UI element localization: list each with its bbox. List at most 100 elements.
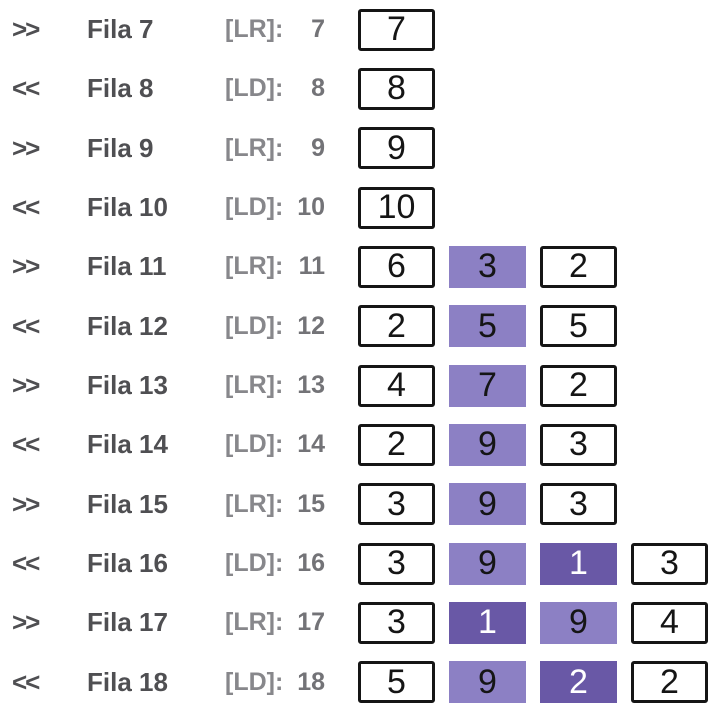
- stitch-boxes: 10: [358, 186, 435, 229]
- number-box-dark: 1: [540, 542, 617, 585]
- row-number: 9: [311, 133, 325, 162]
- side-label: [LD]:: [225, 667, 284, 696]
- direction-arrow-icon: <<: [12, 666, 40, 697]
- row-number: 14: [297, 430, 325, 459]
- row-label: Fila 10: [87, 192, 168, 223]
- side-label: [LD]:: [225, 549, 284, 578]
- row-number: 11: [298, 252, 325, 281]
- direction-arrow-icon: >>: [12, 607, 40, 638]
- number-box-light: 9: [449, 483, 526, 526]
- number-box-outline: 4: [631, 601, 708, 644]
- number-box-light: 9: [449, 423, 526, 466]
- number-box-light: 5: [449, 305, 526, 348]
- stitch-boxes: 9: [358, 127, 435, 170]
- direction-arrow-icon: <<: [12, 192, 40, 223]
- row-label: Fila 13: [87, 370, 168, 401]
- number-box-outline: 3: [631, 542, 708, 585]
- row-label: Fila 17: [87, 607, 168, 638]
- direction-arrow-icon: <<: [12, 73, 40, 104]
- side-label: [LR]:: [225, 252, 284, 281]
- number-box-dark: 1: [449, 601, 526, 644]
- number-box-outline: 2: [631, 661, 708, 704]
- number-box-light: 9: [449, 542, 526, 585]
- row-label: Fila 16: [87, 548, 168, 579]
- side-label: [LD]:: [225, 74, 284, 103]
- side-label: [LD]:: [225, 311, 284, 340]
- number-box-outline: 7: [358, 8, 435, 51]
- direction-arrow-icon: <<: [12, 429, 40, 460]
- row-number: 10: [297, 193, 325, 222]
- number-box-outline: 3: [540, 423, 617, 466]
- number-box-outline: 2: [358, 305, 435, 348]
- row-number: 13: [297, 371, 325, 400]
- row-label: Fila 18: [87, 666, 168, 697]
- number-box-light: 3: [449, 245, 526, 288]
- side-label: [LR]:: [225, 371, 284, 400]
- fila-row: << Fila 8 [LD]: 8 8: [0, 59, 712, 118]
- row-label: Fila 14: [87, 429, 168, 460]
- direction-arrow-icon: >>: [12, 14, 40, 45]
- side-label: [LD]:: [225, 193, 284, 222]
- row-number: 7: [311, 15, 325, 44]
- number-box-outline: 4: [358, 364, 435, 407]
- row-number: 8: [311, 74, 325, 103]
- number-box-outline: 2: [540, 245, 617, 288]
- direction-arrow-icon: >>: [12, 132, 40, 163]
- row-label: Fila 12: [87, 310, 168, 341]
- number-box-outline: 2: [540, 364, 617, 407]
- number-box-outline: 5: [540, 305, 617, 348]
- number-box-light: 9: [540, 601, 617, 644]
- direction-arrow-icon: <<: [12, 310, 40, 341]
- direction-arrow-icon: >>: [12, 370, 40, 401]
- stitch-boxes: 8: [358, 67, 435, 110]
- number-box-outline: 3: [358, 542, 435, 585]
- number-box-outline: 3: [358, 601, 435, 644]
- side-label: [LR]:: [225, 608, 284, 637]
- number-box-outline: 9: [358, 127, 435, 170]
- row-label: Fila 11: [87, 251, 167, 282]
- side-label: [LR]:: [225, 15, 284, 44]
- fila-row: >> Fila 7 [LR]: 7 7: [0, 0, 712, 59]
- side-label: [LD]:: [225, 430, 284, 459]
- stitch-boxes: 7: [358, 8, 435, 51]
- direction-arrow-icon: >>: [12, 488, 40, 519]
- direction-arrow-icon: <<: [12, 548, 40, 579]
- number-box-dark: 2: [540, 661, 617, 704]
- row-label: Fila 9: [87, 132, 154, 163]
- number-box-outline: 8: [358, 67, 435, 110]
- row-number: 15: [297, 489, 325, 518]
- row-number: 12: [297, 311, 325, 340]
- row-number: 16: [297, 549, 325, 578]
- number-box-outline: 2: [358, 423, 435, 466]
- number-box-outline: 3: [358, 483, 435, 526]
- fila-row: >> Fila 9 [LR]: 9 9: [0, 119, 712, 178]
- number-box-light: 7: [449, 364, 526, 407]
- fila-row: << Fila 10 [LD]: 10 10: [0, 178, 712, 237]
- side-label: [LR]:: [225, 489, 284, 518]
- number-box-outline: 3: [540, 483, 617, 526]
- row-label: Fila 8: [87, 73, 154, 104]
- number-box-outline: 6: [358, 245, 435, 288]
- number-box-outline: 10: [358, 186, 435, 229]
- row-number: 17: [297, 608, 325, 637]
- row-number: 18: [297, 667, 325, 696]
- side-label: [LR]:: [225, 133, 284, 162]
- row-label: Fila 15: [87, 488, 168, 519]
- number-box-outline: 5: [358, 661, 435, 704]
